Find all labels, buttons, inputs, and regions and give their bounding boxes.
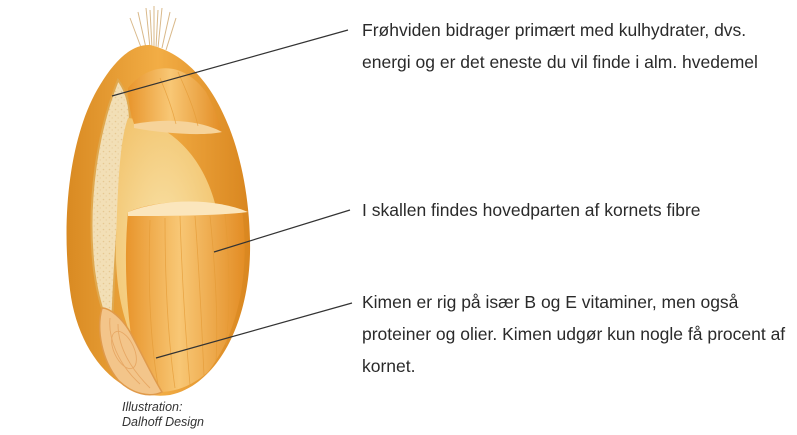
- illustration-credit-name: Dalhoff Design: [122, 415, 262, 430]
- kernel-brush: [130, 6, 176, 50]
- illustration-credit-label: Illustration:: [122, 400, 262, 415]
- label-bran: I skallen findes hovedparten af kornets …: [362, 194, 792, 226]
- label-endosperm: Frøhviden bidrager primært med kulhydrat…: [362, 14, 792, 78]
- label-germ: Kimen er rig på især B og E vitaminer, m…: [362, 286, 792, 382]
